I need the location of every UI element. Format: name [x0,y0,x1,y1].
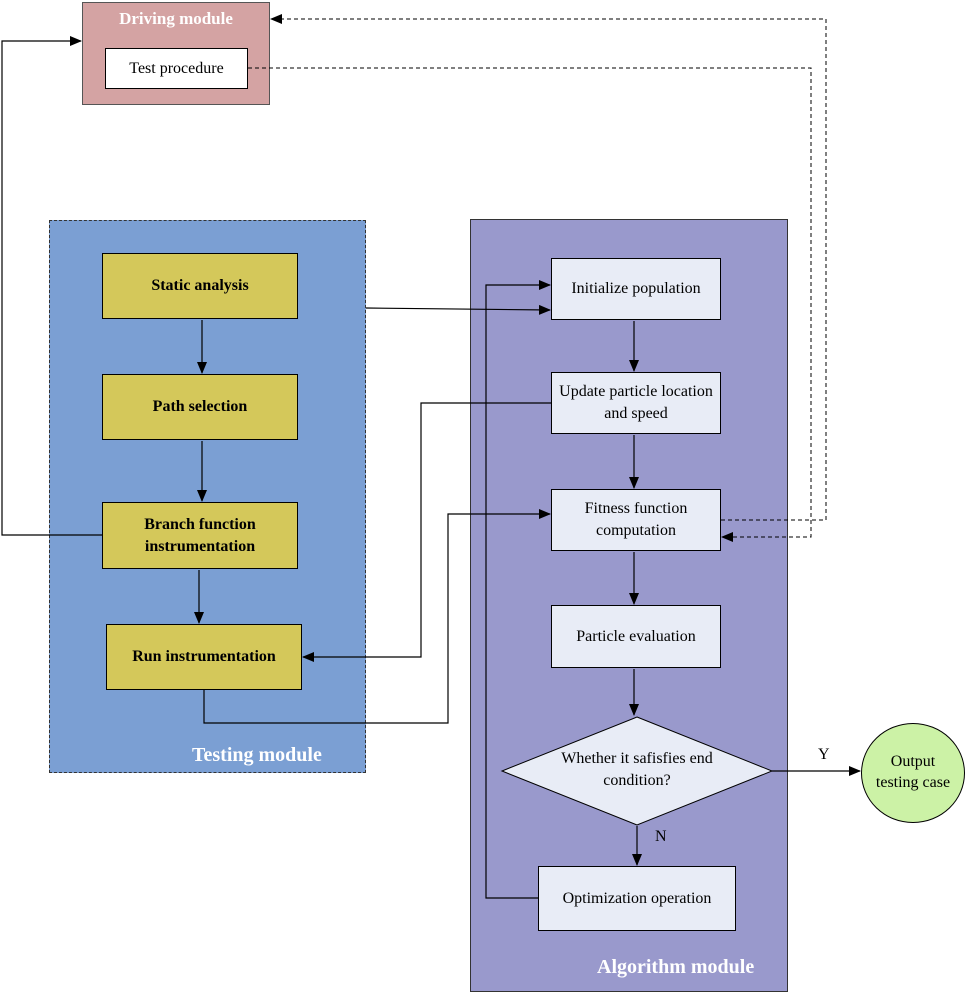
edge-label-yes: Y [818,746,830,763]
testing-module-title: Testing module [192,744,322,766]
arrow-static-to-init [365,304,551,315]
static-analysis-box: Static analysis [102,253,298,319]
arrow-branch-to-driving [1,36,102,536]
algorithm-module-title: Algorithm module [597,956,755,978]
run-instrumentation-box: Run instrumentation [106,624,302,690]
decision-label: Whether it safisfies end condition? [561,750,713,790]
path-selection-box: Path selection [102,374,298,440]
decision-diamond [500,716,774,826]
output-testing-case-circle: Output testing case [861,723,965,823]
test-procedure-box: Test procedure [105,48,248,89]
dashed-fitness-to-driving [270,14,827,521]
arrow-update-to-run [302,402,551,662]
fitness-function-box: Fitness function computation [551,489,721,551]
dashed-procedure-to-fitness [248,67,812,542]
update-particle-box: Update particle location and speed [551,372,721,434]
initialize-population-box: Initialize population [551,258,721,320]
branch-function-instrumentation-box: Branch function instrumentation [102,502,298,569]
optimization-operation-box: Optimization operation [538,866,736,931]
driving-module-title: Driving module [119,9,233,28]
arrow-optimize-to-init [485,280,551,899]
arrow-run-to-fitness [203,509,551,724]
edge-label-no: N [655,828,667,845]
particle-evaluation-box: Particle evaluation [551,605,721,668]
